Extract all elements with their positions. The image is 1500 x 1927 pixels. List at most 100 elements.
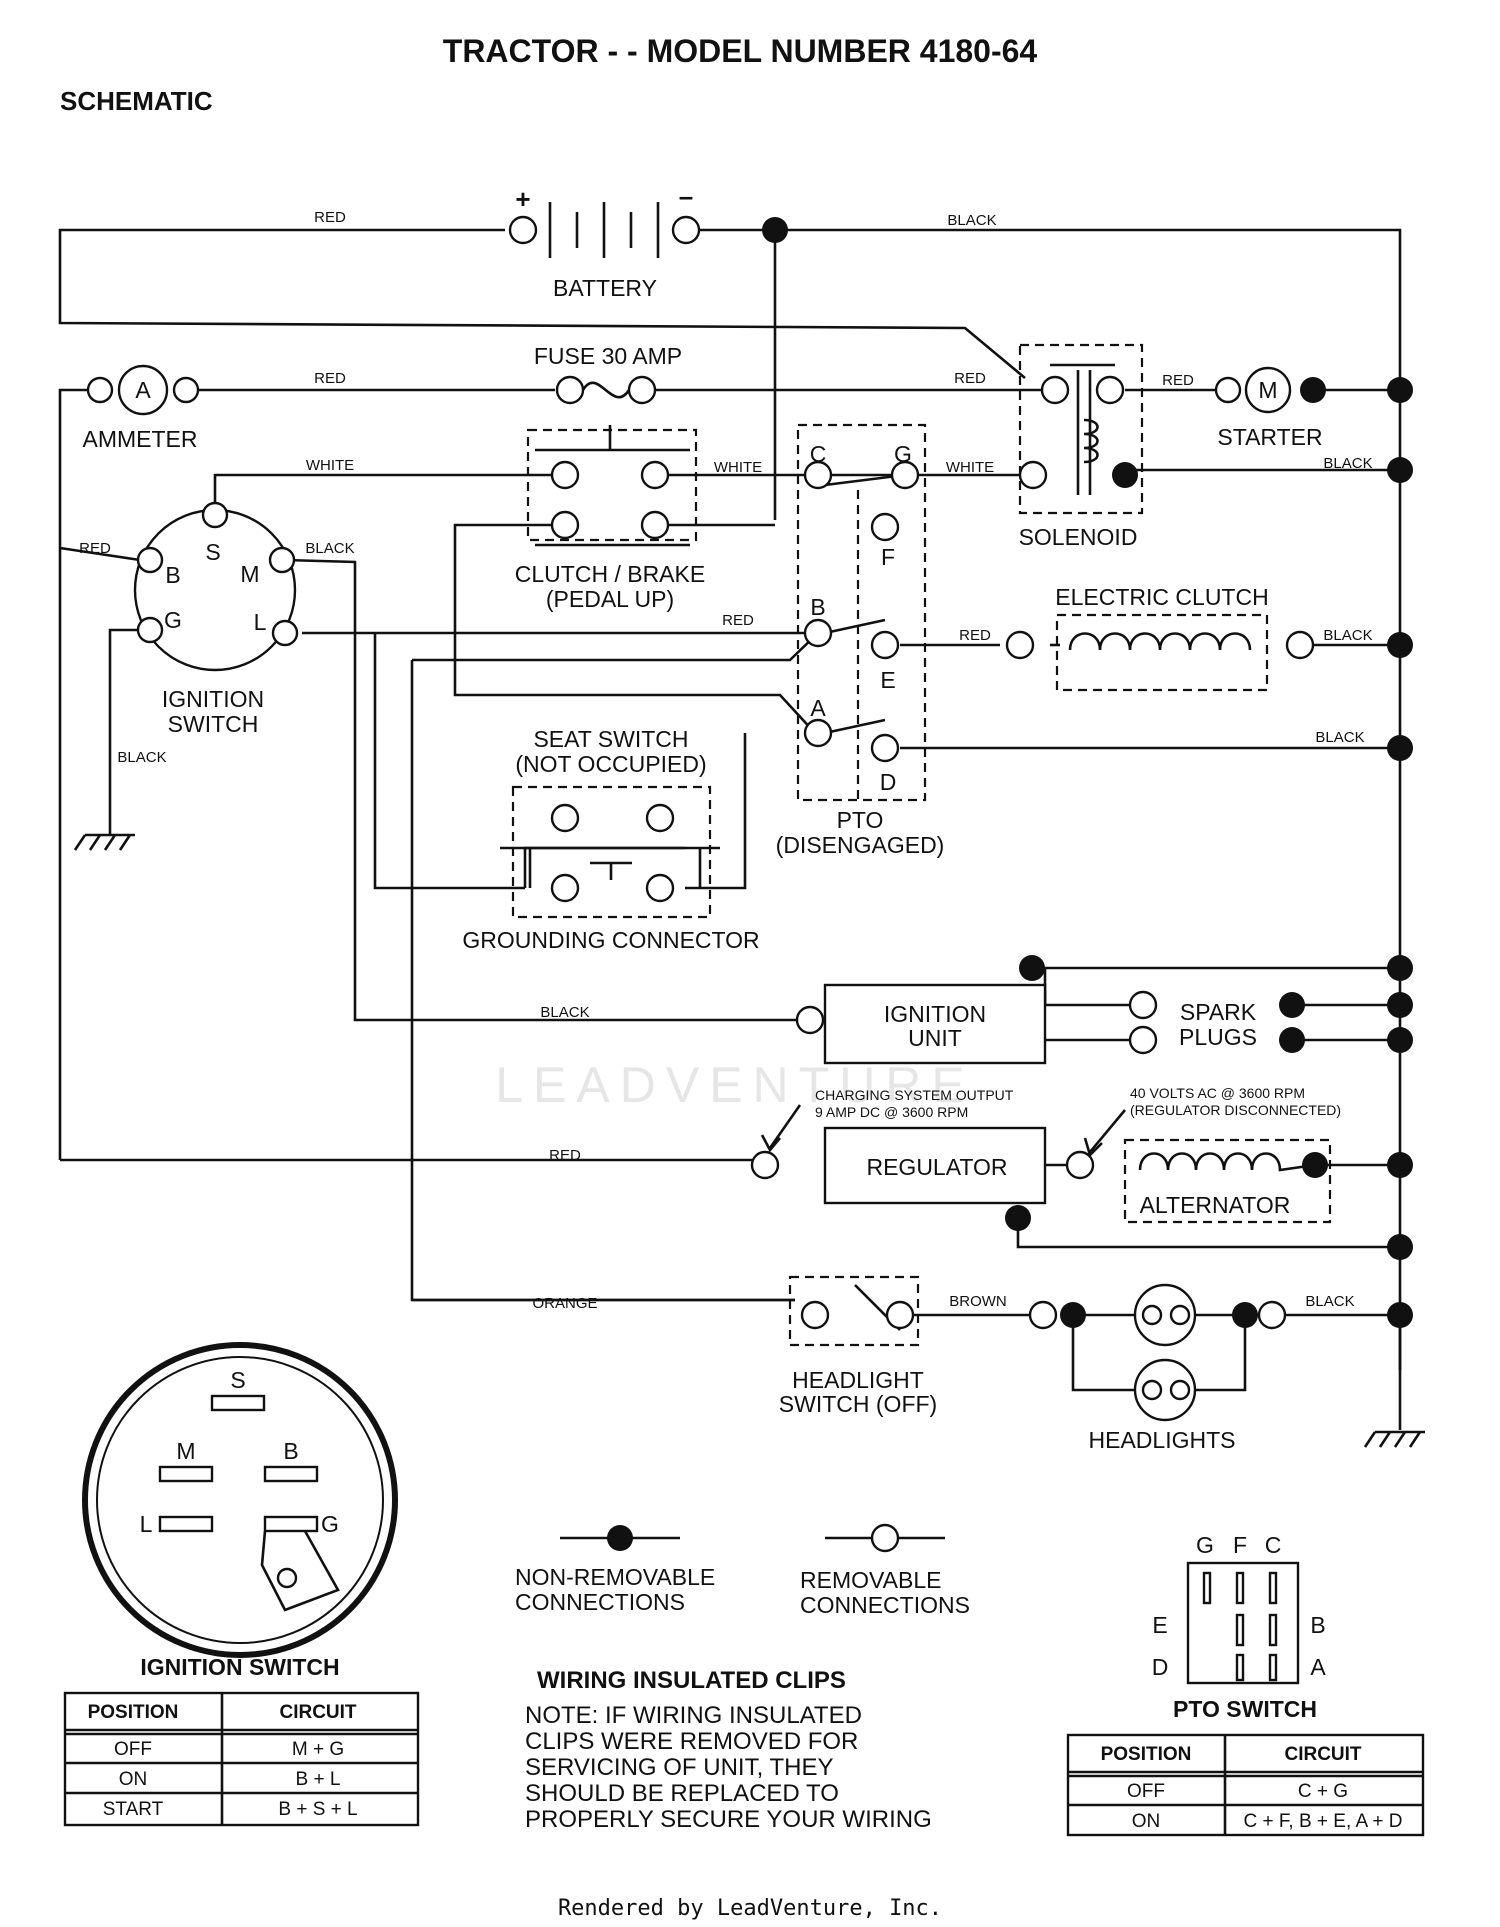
regulator: REGULATOR CHARGING SYSTEM OUTPUT 9 AMP D… [750,1087,1095,1205]
pto-face-terminal-a: A [1310,1654,1326,1680]
ign-terminal-b: B [165,562,180,588]
alternator: ALTERNATOR 40 VOLTS AC @ 3600 RPM (REGUL… [1083,1085,1341,1224]
ign-terminal-s: S [205,539,220,565]
ignition-unit: IGNITION UNIT SPARK PLUGS [795,983,1257,1065]
page-title: TRACTOR - - MODEL NUMBER 4180-64 [443,33,1038,69]
ign-terminal-m: M [240,561,259,587]
ignition-table-cell: START [103,1799,164,1820]
pto-face-terminal-b: B [1310,1612,1325,1638]
face-terminal-b: B [283,1438,298,1464]
wire-label-white: WHITE [306,457,354,474]
pto-terminal-d: D [880,769,897,795]
wire-label-red: RED [79,540,111,557]
wire-label-black: BLACK [540,1004,589,1021]
ignition-table-cell: B + S + L [278,1799,357,1820]
wire-label-red: RED [954,370,986,387]
fuse-label: FUSE 30 AMP [534,343,682,369]
pto-face-terminal-c: C [1265,1532,1282,1558]
wire-label-black: BLACK [1323,627,1372,644]
pto-terminal-b: B [810,594,825,620]
legend-non-removable-1: NON-REMOVABLE [515,1564,715,1590]
footer-credit: Rendered by LeadVenture, Inc. [558,1896,942,1921]
pto-face-terminal-f: F [1233,1532,1247,1558]
pto-face-terminal-g: G [1196,1532,1214,1558]
connection-dots [762,217,1413,1328]
wire-label-white: WHITE [714,459,762,476]
wire-label-black: BLACK [1323,455,1372,472]
pto-label-1: PTO [837,807,884,833]
starter-label: STARTER [1217,424,1322,450]
wire-label-black: BLACK [947,212,996,229]
starter: M STARTER [1214,366,1323,450]
solenoid: SOLENOID [1019,343,1144,550]
electric-clutch-label: ELECTRIC CLUTCH [1055,584,1268,610]
headlight-switch-label-2: SWITCH (OFF) [779,1391,937,1417]
wire-labels: RED BLACK RED RED RED WHITE WHITE WHITE … [79,209,1372,1312]
clutch-brake-label-1: CLUTCH / BRAKE [515,561,705,587]
headlight-switch-label-1: HEADLIGHT [792,1367,924,1393]
pto-table-header-position: POSITION [1101,1744,1192,1765]
battery-label: BATTERY [553,275,657,301]
wire-label-black: BLACK [305,540,354,557]
wire-label-black: BLACK [117,749,166,766]
wire-label-red: RED [314,209,346,226]
clips-note-line: SERVICING OF UNIT, THEY [525,1754,834,1781]
solenoid-label: SOLENOID [1019,524,1138,550]
face-terminal-m: M [176,1438,195,1464]
ignition-table-cell: ON [119,1769,148,1790]
seat-switch-label-1: SEAT SWITCH [533,726,688,752]
ignition-table-cell: M + G [292,1739,344,1760]
pto-table-cell: ON [1132,1811,1161,1832]
headlights: HEADLIGHTS [1028,1283,1287,1453]
wire-label-black: BLACK [1315,729,1364,746]
clutch-brake-switch: CLUTCH / BRAKE (PEDAL UP) [515,425,705,612]
wire-label-brown: BROWN [949,1293,1007,1310]
ignition-unit-label-2: UNIT [908,1025,962,1051]
pto-terminal-g: G [894,441,912,467]
charging-note-1: CHARGING SYSTEM OUTPUT [815,1087,1014,1103]
pto-table-title: PTO SWITCH [1173,1696,1317,1722]
pto-terminal-c: C [810,441,827,467]
ign-terminal-g: G [164,607,182,633]
pto-terminal-e: E [880,667,895,693]
ammeter: A AMMETER [83,364,200,452]
wire-label-red: RED [722,612,754,629]
pto-switch-table: PTO SWITCH POSITION CIRCUIT OFF C + G ON… [1066,1696,1425,1837]
grounding-connector-label: GROUNDING CONNECTOR [462,927,759,953]
ignition-table-header-circuit: CIRCUIT [279,1702,356,1723]
wire-label-red: RED [959,627,991,644]
pto-table-header-circuit: CIRCUIT [1284,1744,1361,1765]
ignition-switch-label-2: SWITCH [168,711,259,737]
wire-label-black: BLACK [1305,1293,1354,1310]
legend-removable-1: REMOVABLE [800,1567,941,1593]
charging-note-2: 9 AMP DC @ 3600 RPM [815,1104,968,1120]
clips-note-line: PROPERLY SECURE YOUR WIRING [525,1806,932,1833]
wiring-clips-note: WIRING INSULATED CLIPS NOTE: IF WIRING I… [525,1667,932,1833]
wire-label-red: RED [549,1147,581,1164]
pto-table-cell: C + G [1298,1781,1348,1802]
alternator-label: ALTERNATOR [1140,1192,1291,1218]
spark-plugs-label-1: SPARK [1180,999,1257,1025]
legend: NON-REMOVABLE CONNECTIONS REMOVABLE CONN… [515,1523,970,1618]
wires [58,228,1425,1448]
pto-face-terminal-d: D [1152,1654,1169,1680]
regulator-label: REGULATOR [866,1154,1007,1180]
ignition-table-title: IGNITION SWITCH [140,1654,339,1680]
battery: + – BATTERY [508,181,701,301]
ignition-switch-label-1: IGNITION [162,686,264,712]
pto-face-terminal-e: E [1152,1612,1167,1638]
wire-label-orange: ORANGE [532,1295,597,1312]
clips-note-line: SHOULD BE REPLACED TO [525,1780,839,1807]
pto-table-cell: OFF [1127,1781,1165,1802]
ignition-switch-face: S M B L G [82,1342,398,1658]
starter-symbol: M [1258,377,1277,403]
pto-terminal-f: F [881,544,895,570]
alternator-note-2: (REGULATOR DISCONNECTED) [1130,1102,1341,1118]
ign-terminal-l: L [254,609,267,635]
wire-label-red: RED [314,370,346,387]
battery-minus-symbol: – [679,181,693,211]
seat-switch: SEAT SWITCH (NOT OCCUPIED) GROUNDING CON… [462,726,759,953]
ignition-table-cell: OFF [114,1739,152,1760]
ignition-table-header-position: POSITION [88,1702,179,1723]
